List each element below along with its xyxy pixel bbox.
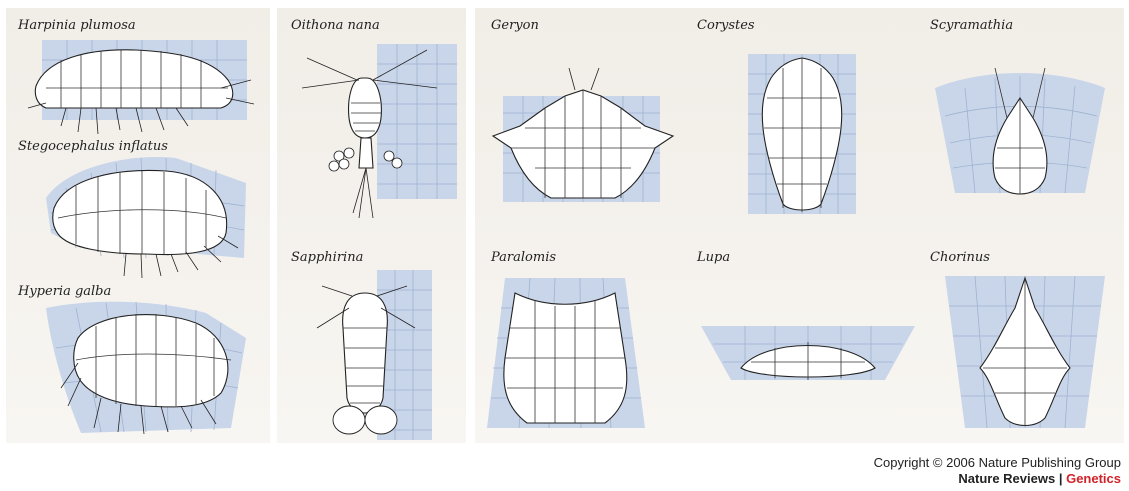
chorinus-figure [945,276,1105,428]
amphipod-illustrations [6,8,270,443]
crab-panel: Geryon Corystes Scyramathia Paralomis Lu… [475,8,1124,443]
corystes-figure [748,54,856,214]
harpinia-plumosa-figure [28,40,254,134]
hyperia-galba-figure [46,302,246,434]
oithona-nana-figure [302,44,457,218]
copepod-illustrations [277,8,466,443]
geryon-figure [493,68,673,202]
crab-illustrations [475,8,1124,443]
sapphirina-figure [317,270,432,440]
journal-credit: Nature Reviews | Genetics [874,471,1121,487]
copepod-panel: Oithona nana Sapphirina [277,8,466,443]
lupa-figure [701,326,915,380]
copyright-notice: Copyright © 2006 Nature Publishing Group… [874,455,1121,487]
copyright-text: Copyright © 2006 Nature Publishing Group [874,455,1121,471]
journal-separator: | [1055,471,1066,486]
amphipod-panel: Harpinia plumosa Stegocephalus inflatus … [6,8,270,443]
scyramathia-figure [935,68,1105,194]
paralomis-figure [487,278,645,428]
stegocephalus-inflatus-figure [46,157,246,278]
journal-section: Genetics [1066,471,1121,486]
journal-name: Nature Reviews [958,471,1055,486]
